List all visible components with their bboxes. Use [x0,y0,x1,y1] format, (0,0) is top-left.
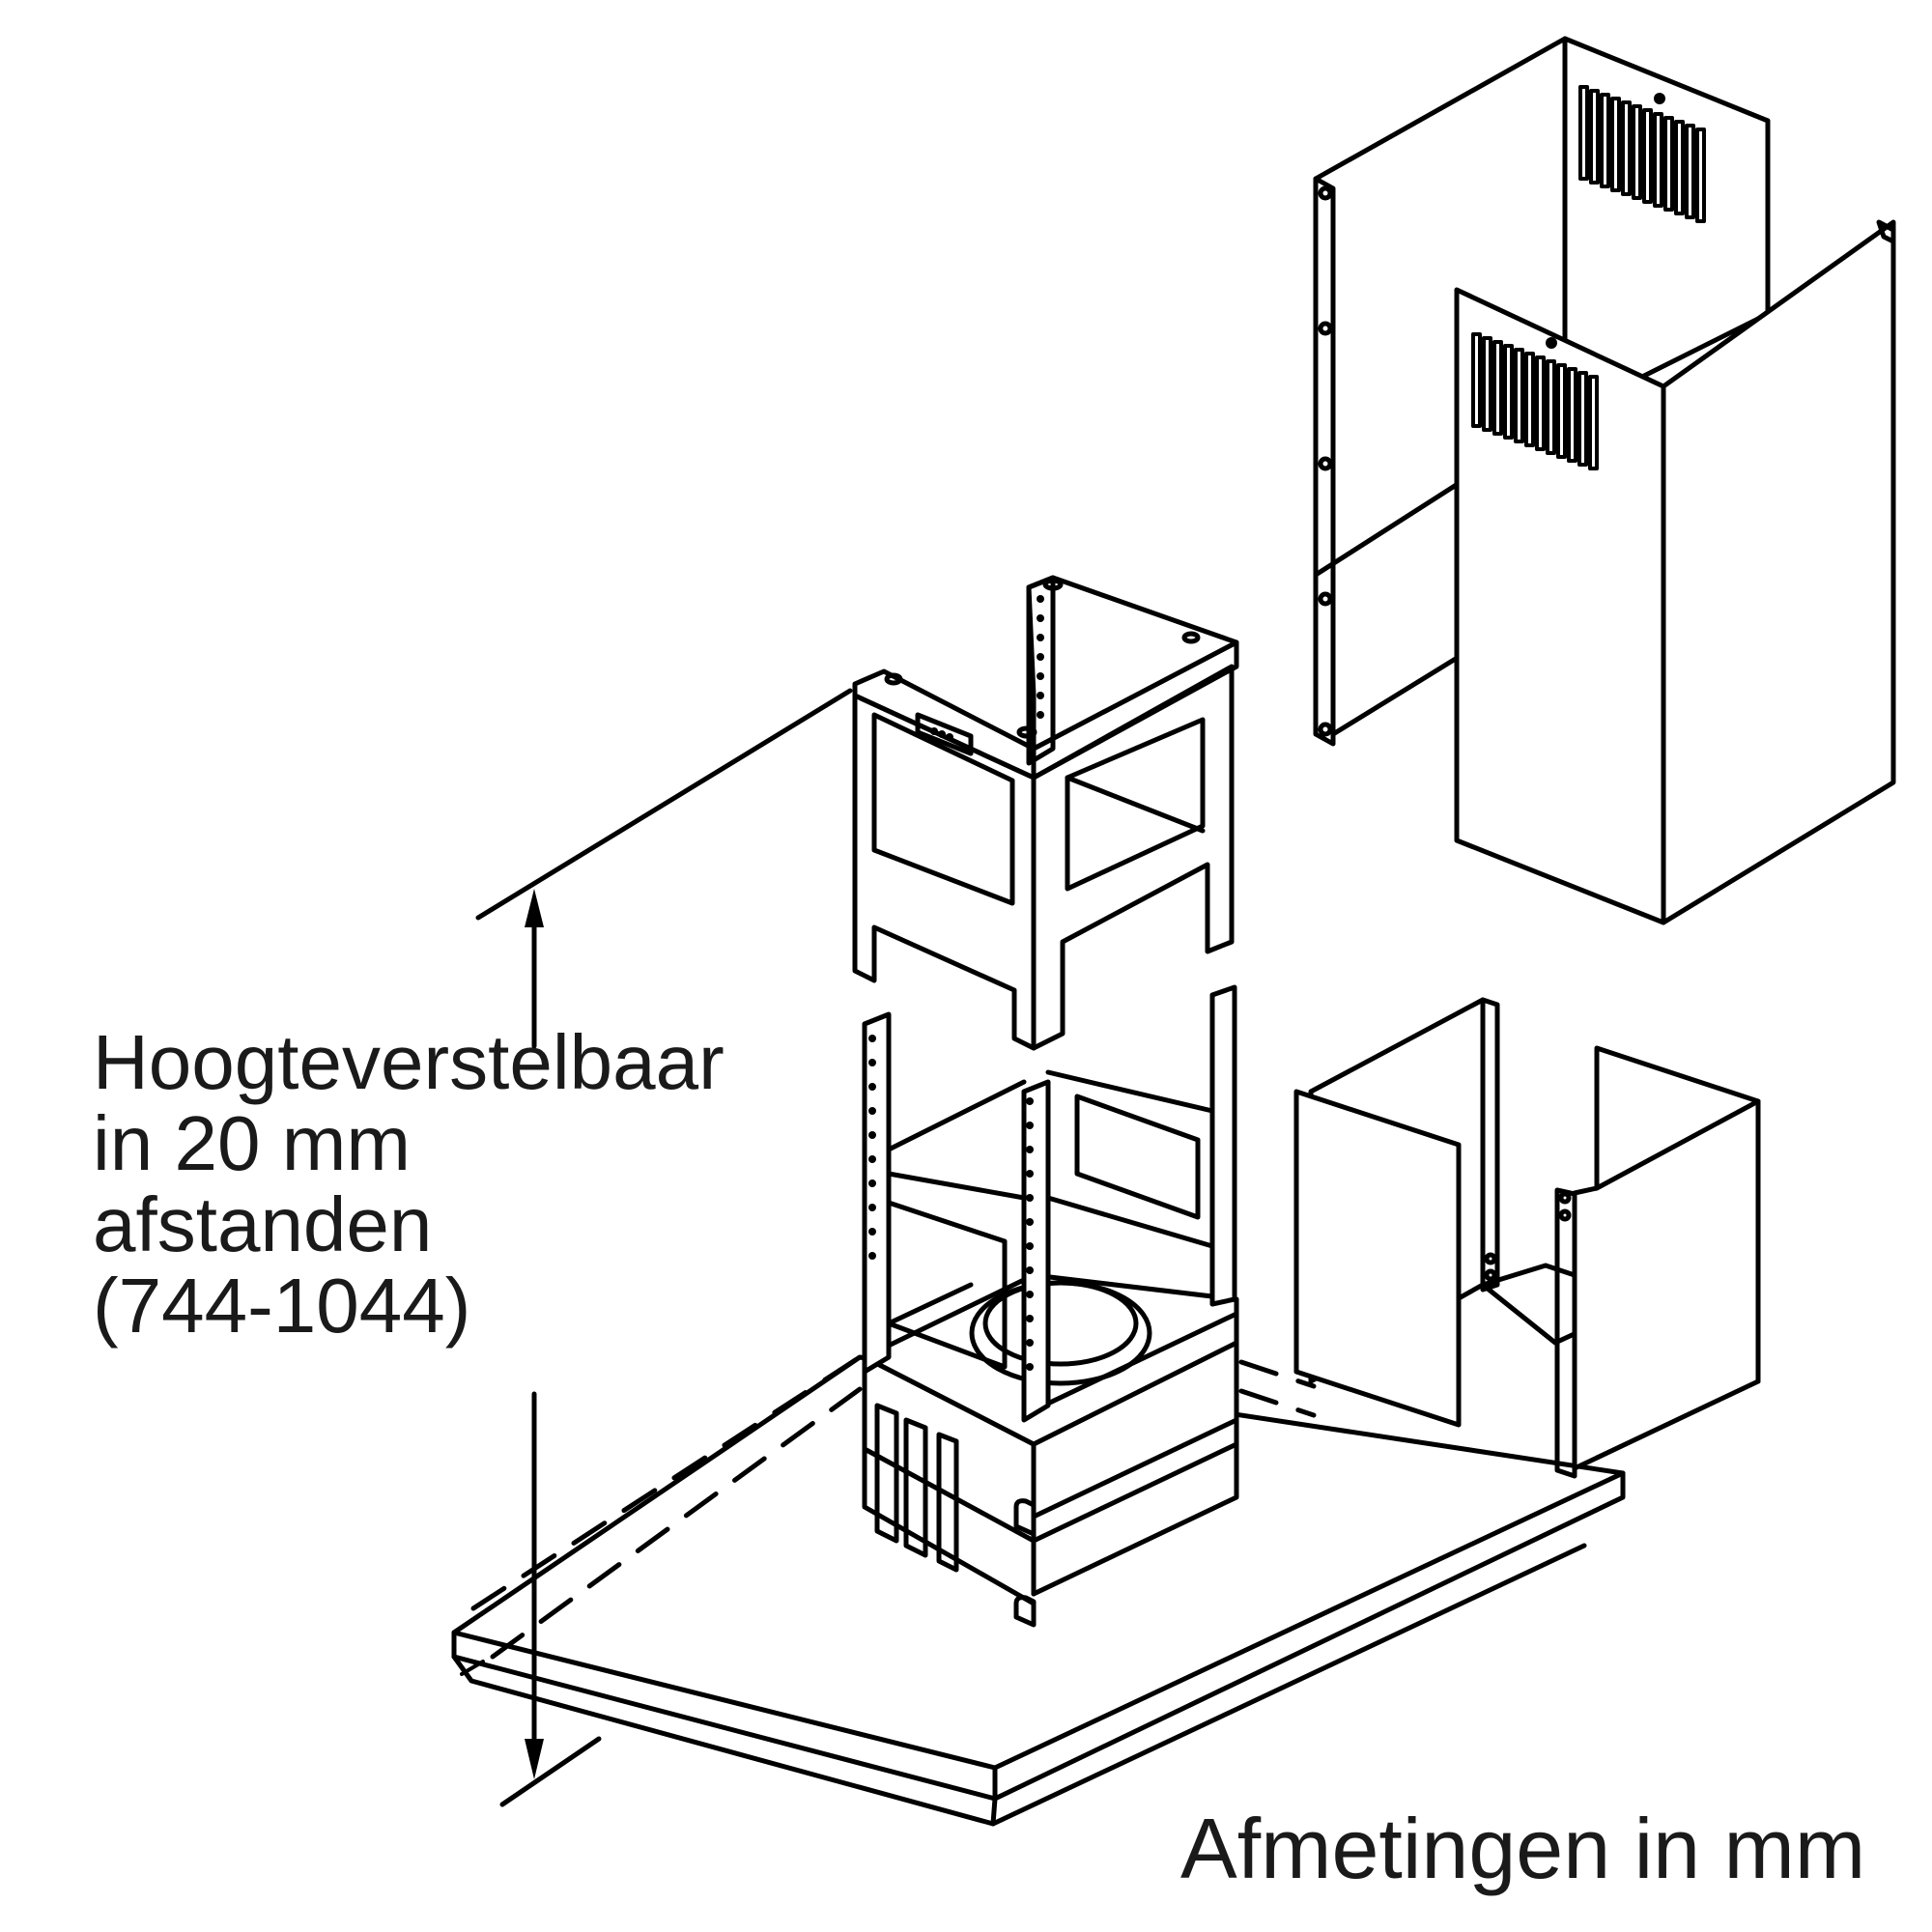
vent-slots [1578,85,1706,223]
support-frame-upper [852,575,1239,1051]
support-frame-lower [862,984,1239,1628]
perforations [868,1035,1034,1371]
hood-canopy [451,1354,1626,1827]
vent-slots [1471,332,1599,470]
height-dimension [475,688,853,1807]
annotation-line-4: (744-1044) [93,1263,471,1349]
annotation-line-2: in 20 mm [93,1100,411,1186]
units-note: Afmetingen in mm [1180,1801,1866,1896]
lower-chimney-cover-left [1293,997,1621,1428]
annotation-line-1: Hoogteverstelbaar [93,1019,724,1105]
upper-chimney-cover-front [1454,219,1896,925]
height-adjustment-annotation: Hoogteverstelbaar in 20 mm afstanden (74… [93,1022,724,1347]
upper-chimney-cover-rear [1313,36,1771,747]
lower-chimney-cover-right [1554,1045,1761,1479]
perforations [1037,595,1044,719]
annotation-line-3: afstanden [93,1181,433,1267]
